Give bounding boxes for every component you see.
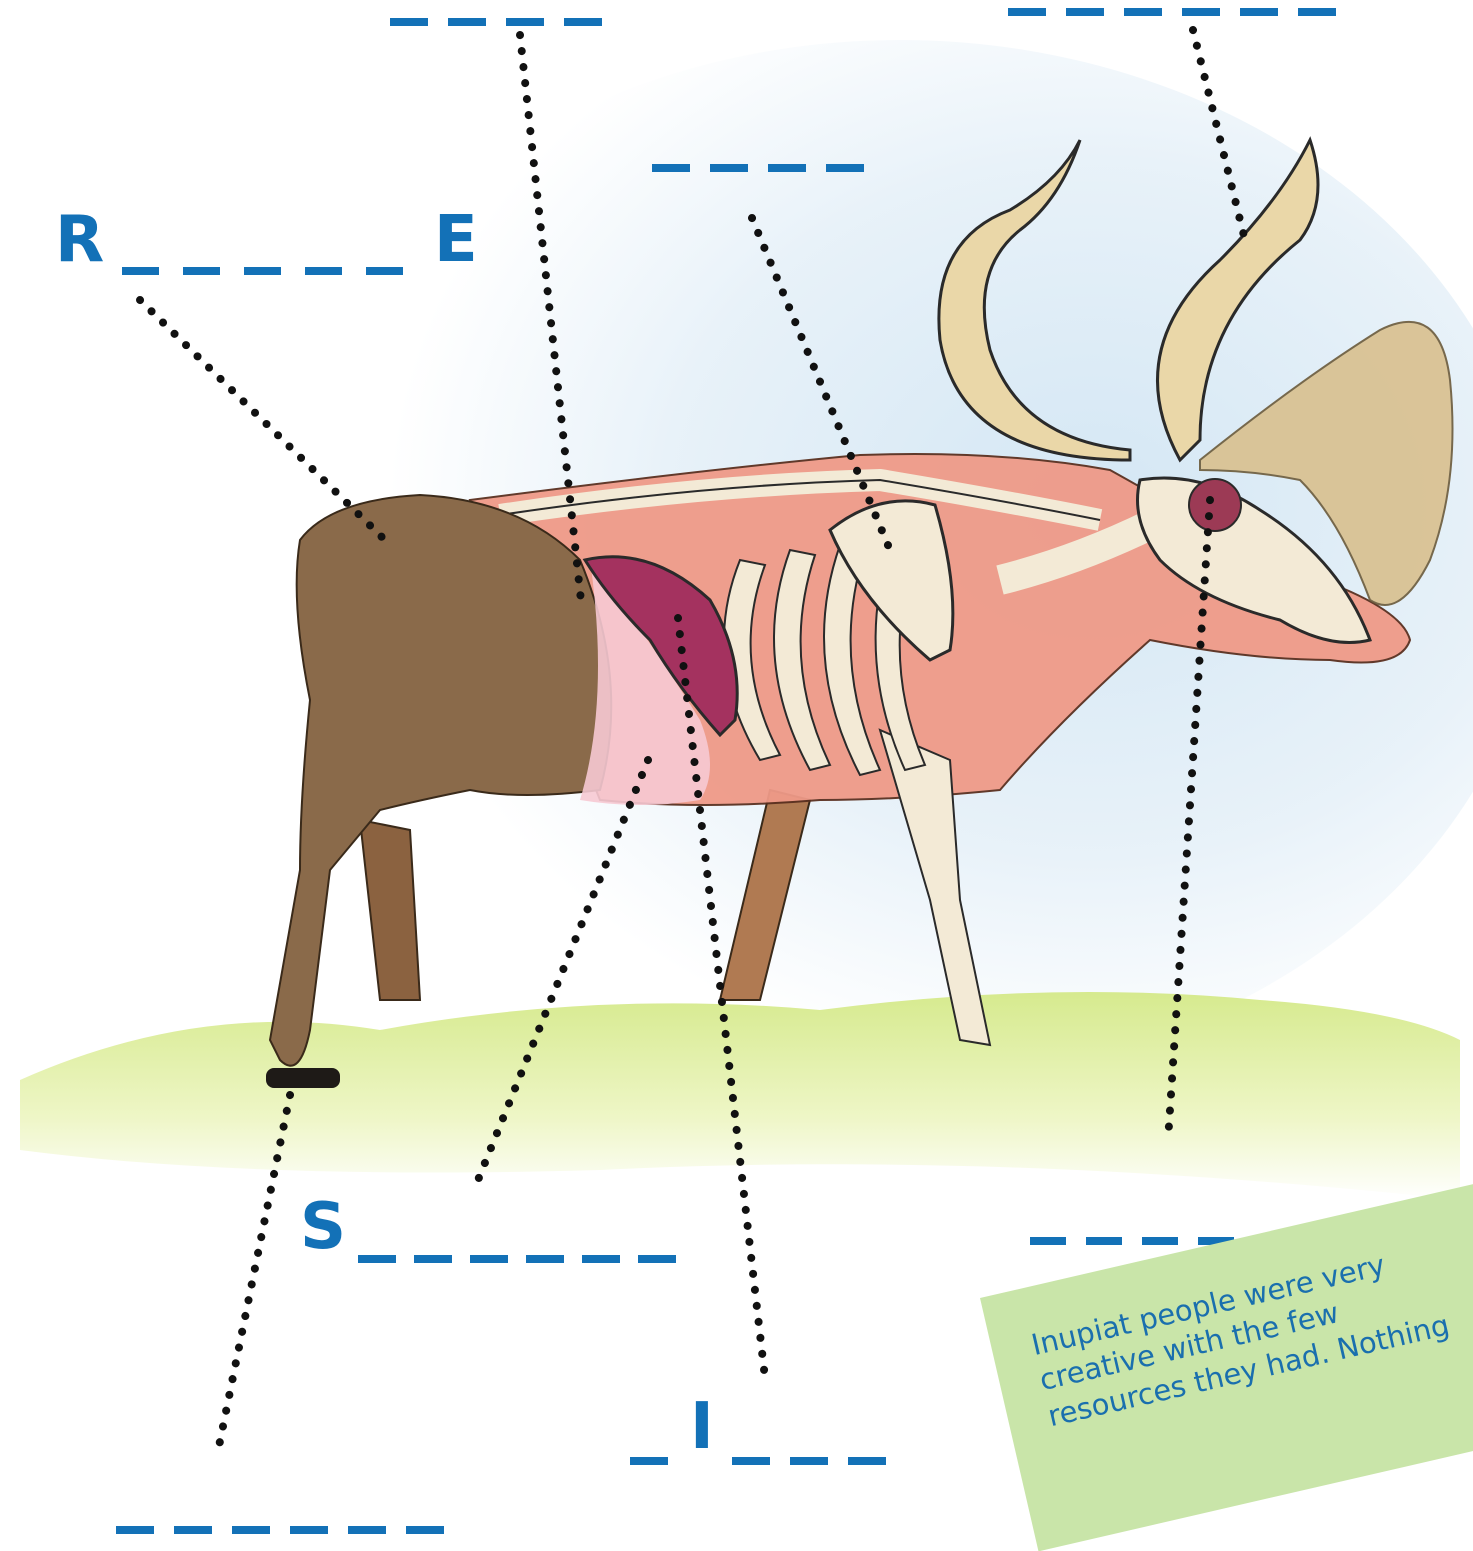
brain [1189, 479, 1241, 531]
label-rib-first-letter: R [55, 208, 104, 272]
hoof [266, 1068, 340, 1088]
label-rib-blanks [122, 267, 403, 275]
label-rib-last-letter: E [434, 208, 478, 272]
label-i-word-before [630, 1457, 668, 1465]
label-middle-top [652, 164, 864, 172]
label-i-word-after [732, 1457, 886, 1465]
label-bottom-left [116, 1526, 444, 1534]
label-top-right [1008, 8, 1336, 16]
grass [20, 992, 1460, 1200]
label-s-word-blanks [358, 1255, 676, 1263]
label-i-word-letter: I [690, 1395, 714, 1459]
label-top-left [390, 18, 602, 26]
back-hind-leg [360, 820, 420, 1000]
label-s-word-first-letter: S [300, 1195, 346, 1259]
